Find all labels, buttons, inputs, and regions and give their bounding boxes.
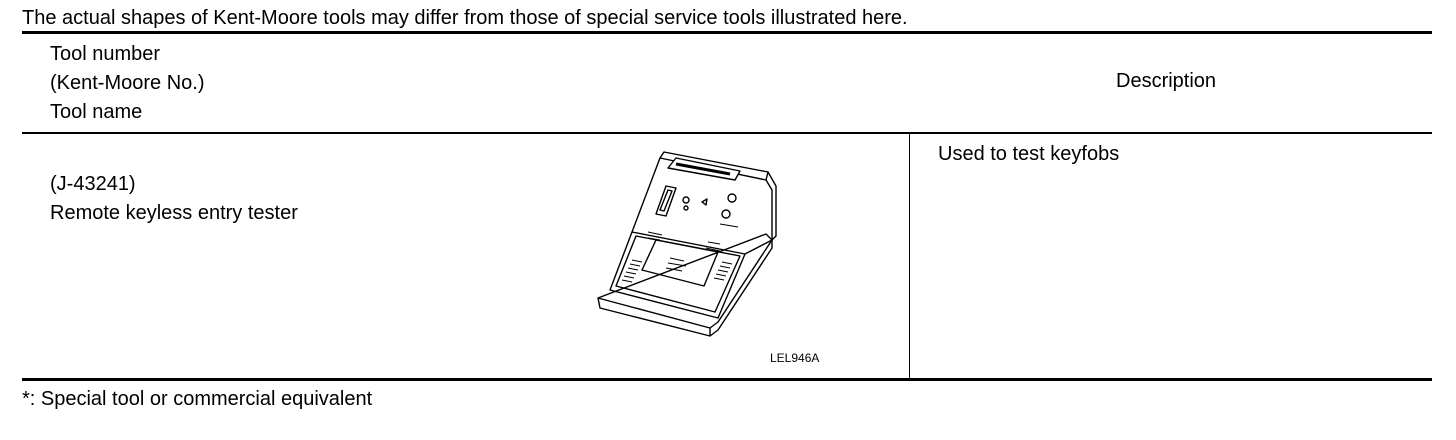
- figure-code: LEL946A: [770, 351, 820, 365]
- header-tool-number: Tool number: [50, 43, 161, 65]
- tool-kent-moore-no: (J-43241): [50, 173, 136, 195]
- header-tool-name: Tool name: [50, 101, 143, 123]
- remote-keyless-entry-tester-illustration: [590, 150, 790, 340]
- tool-description: Used to test keyfobs: [938, 143, 1120, 165]
- header-kent-moore-no: (Kent-Moore No.): [50, 72, 205, 94]
- table-row-tool-info: (J-43241) Remote keyless entry tester: [50, 170, 298, 228]
- intro-note: The actual shapes of Kent-Moore tools ma…: [22, 7, 908, 29]
- table-top-rule: [22, 31, 1432, 34]
- footnote: *: Special tool or commercial equivalent: [22, 388, 373, 410]
- table-bottom-rule: [22, 378, 1432, 381]
- column-divider: [909, 134, 910, 378]
- tool-name: Remote keyless entry tester: [50, 202, 298, 224]
- header-description: Description: [1116, 70, 1217, 92]
- table-header-rule: [22, 132, 1432, 134]
- table-header-tool-column: Tool number (Kent-Moore No.) Tool name: [50, 40, 205, 127]
